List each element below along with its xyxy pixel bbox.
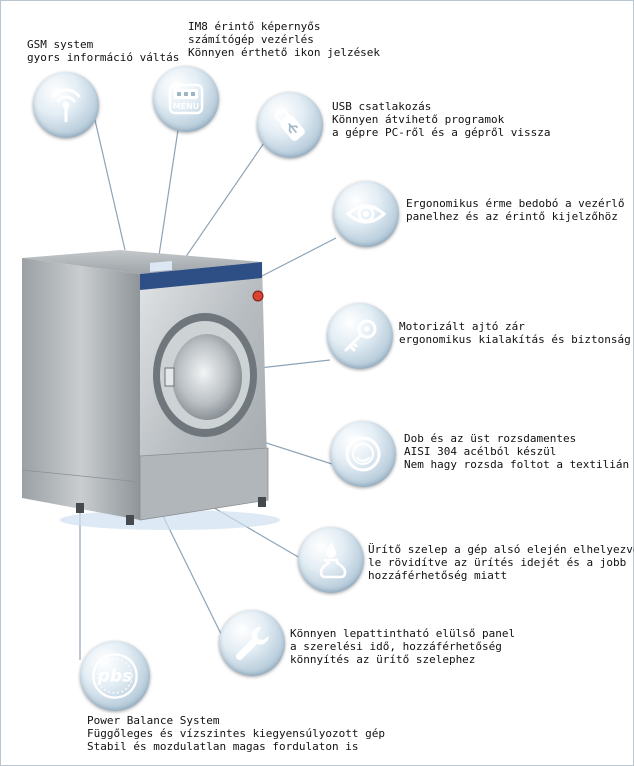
eye-icon [333,181,399,247]
label-line: Ürítő szelep a gép alsó elején elhelyezv… [368,543,634,556]
label-line: számítógép vezérlés [188,33,314,46]
usb-icon [257,92,323,158]
label-line: IM8 érintő képernyős [188,20,321,33]
connector-gsm [94,119,126,251]
feature-label-ergo: Ergonomikus érme bedobó a vezérlő panelh… [406,197,625,223]
label-line: Dob és az üst rozsdamentes [404,432,577,445]
feature-label-usb: USB csatlakozás Könnyen átvihető program… [332,100,551,139]
label-line: panelhez és az érintő kijelzőhöz [406,210,618,223]
label-line: Függőleges és vízszintes kiegyensúlyozot… [87,727,386,740]
wrench-icon [219,610,285,676]
drum-icon [330,421,396,487]
key-icon [327,303,393,369]
label-line: USB csatlakozás [332,100,432,113]
connector-menu [157,129,179,263]
label-line: gyors információ váltás [27,51,180,64]
feature-label-drain: Ürítő szelep a gép alsó elején elhelyezv… [368,543,634,582]
feature-label-pbs: Power Balance System Függőleges és vízsz… [87,714,385,753]
label-line: le rövidítve az ürítés idejét és a jobb [368,556,627,569]
feature-label-panel: Könnyen lepattintható elülső panel a sze… [290,627,515,666]
label-line: GSM system [27,38,94,51]
label-line: ergonomikus kialakítás és biztonság [399,333,631,346]
label-line: könnyítés az ürítő szelephez [290,653,476,666]
label-line: AISI 304 acélból készül [404,445,557,458]
pbs-logo-text: pbs [97,667,133,687]
feature-label-door: Motorizált ajtó zár ergonomikus kialakít… [399,320,631,346]
feature-label-menu: IM8 érintő képernyős számítógép vezérlés… [188,20,380,59]
label-line: Nem hagy rozsda foltot a textilián [404,458,630,471]
pbs-logo-icon: pbs [80,641,150,711]
label-line: a gépre PC-ről és a gépről vissza [332,126,551,139]
label-line: hozzáférhetőség miatt [368,569,508,582]
label-line: Power Balance System [87,714,220,727]
connector-usb [184,139,267,259]
connector-ergo [261,237,337,277]
label-line: Könnyen átvihető programok [332,113,505,126]
menu-icon-text: MENU [173,102,200,111]
label-line: Motorizált ajtó zár [399,320,525,333]
label-line: Ergonomikus érme bedobó a vezérlő [406,197,625,210]
feature-label-gsm: GSM system gyors információ váltás [27,38,179,64]
label-line: Könnyen érthető ikon jelzések [188,46,381,59]
label-line: a szerelési idő, hozzáférhetőség [290,640,502,653]
menu-screen-icon: MENU [153,66,219,132]
signal-icon [33,72,99,138]
label-line: Könnyen lepattintható elülső panel [290,627,516,640]
drop-flask-icon [298,527,364,593]
connector-panel [161,513,225,641]
feature-label-drum: Dob és az üst rozsdamentes AISI 304 acél… [404,432,629,471]
label-line: Stabil és mozdulatlan magas fordulaton i… [87,740,359,753]
